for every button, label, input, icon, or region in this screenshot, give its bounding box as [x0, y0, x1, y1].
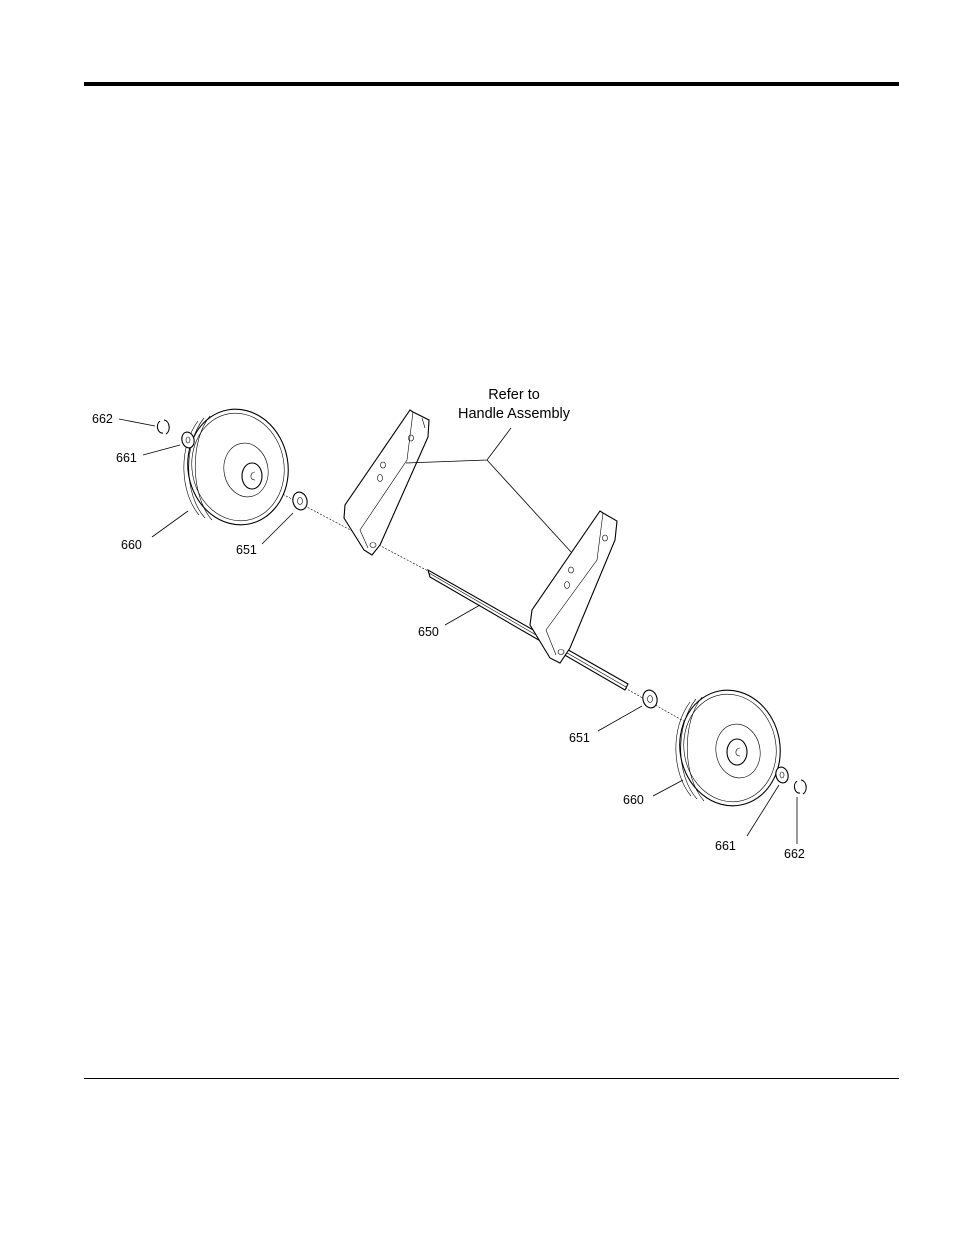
- leader-660-right: [653, 780, 683, 796]
- label-662-right: 662: [784, 847, 805, 861]
- right-wheel-660: [671, 682, 790, 814]
- label-662-left: 662: [92, 412, 113, 426]
- label-660-right: 660: [623, 793, 644, 807]
- label-661-right: 661: [715, 839, 736, 853]
- callout-line-2: Handle Assembly: [458, 406, 571, 422]
- label-661-left: 661: [116, 451, 137, 465]
- right-handle-bracket: [530, 511, 617, 663]
- leader-662-left: [119, 419, 155, 426]
- leader-650: [445, 605, 480, 625]
- leader-651-left: [262, 513, 293, 544]
- callout-line-1: Refer to: [488, 387, 540, 403]
- callout-leader-right: [487, 460, 571, 552]
- right-washer-651: [641, 688, 659, 709]
- left-handle-bracket: [344, 410, 429, 555]
- label-651-right: 651: [569, 731, 590, 745]
- label-650: 650: [418, 625, 439, 639]
- left-washer-651: [291, 490, 309, 511]
- leader-651-right: [598, 706, 642, 731]
- right-clip-662: [794, 780, 806, 794]
- axle-650: [428, 570, 628, 690]
- label-651-left: 651: [236, 543, 257, 557]
- left-wheel-660: [179, 401, 298, 533]
- leader-660-left: [152, 511, 188, 537]
- label-660-left: 660: [121, 538, 142, 552]
- leader-661-left: [143, 445, 180, 455]
- left-clip-662: [157, 420, 169, 434]
